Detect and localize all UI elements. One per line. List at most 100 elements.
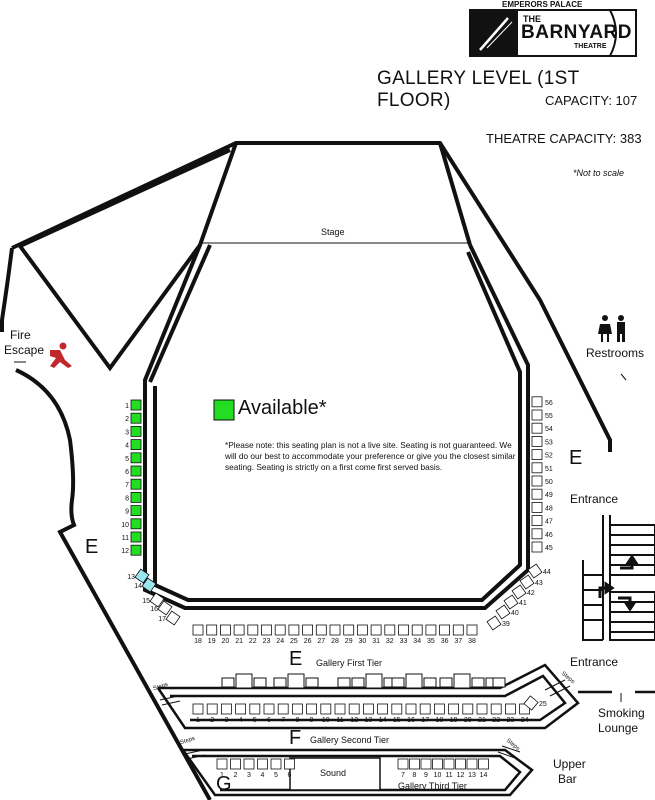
seat-right-56[interactable]: 56: [531, 396, 553, 408]
seat-left-corner-13[interactable]: 13: [127, 568, 150, 584]
seat-left-corner-15[interactable]: 15: [142, 592, 165, 608]
gallery-box-seat[interactable]: [423, 677, 437, 688]
seat-front-18[interactable]: 18: [192, 624, 204, 645]
seat-second-tier-16[interactable]: 16: [405, 703, 417, 724]
gallery-box-seat[interactable]: [492, 677, 506, 688]
seat-front-25[interactable]: 25: [288, 624, 300, 645]
seat-third-tier-1[interactable]: 1: [216, 758, 228, 779]
seat-second-tier-15[interactable]: 15: [391, 703, 403, 724]
gallery-box-seat[interactable]: [391, 677, 405, 688]
seat-right-51[interactable]: 51: [531, 462, 553, 474]
seat-right-corner-44[interactable]: 44: [527, 563, 551, 579]
seat-second-tier-21[interactable]: 21: [476, 703, 488, 724]
seat-second-tier-20[interactable]: 20: [462, 703, 474, 724]
seat-left-4[interactable]: 4: [125, 439, 142, 451]
seat-front-20[interactable]: 20: [219, 624, 231, 645]
seat-third-tier-14[interactable]: 14: [478, 758, 489, 779]
seat-left-2[interactable]: 2: [125, 412, 142, 424]
seat-left-8[interactable]: 8: [125, 491, 142, 503]
seat-front-24[interactable]: 24: [274, 624, 286, 645]
seat-front-36[interactable]: 36: [439, 624, 451, 645]
seat-front-26[interactable]: 26: [302, 624, 314, 645]
seat-front-23[interactable]: 23: [261, 624, 272, 645]
seat-third-tier-5[interactable]: 5: [270, 758, 282, 779]
seat-right-49[interactable]: 49: [531, 488, 553, 500]
seat-left-corner-17[interactable]: 17: [158, 610, 181, 626]
seat-second-tier-4[interactable]: 4: [235, 703, 247, 724]
seat-front-32[interactable]: 32: [384, 624, 396, 645]
seat-third-tier-10[interactable]: 10: [432, 758, 443, 779]
seat-second-tier-2[interactable]: 2: [206, 703, 218, 724]
seat-second-tier-5[interactable]: 5: [249, 703, 261, 724]
seat-third-tier-4[interactable]: 4: [257, 758, 268, 779]
gallery-box-seat[interactable]: [273, 677, 287, 688]
gallery-box-seat[interactable]: [337, 677, 351, 688]
seat-left-corner-14[interactable]: 14: [134, 577, 157, 593]
seat-front-19[interactable]: 19: [206, 624, 218, 645]
seat-left-1[interactable]: 1: [125, 399, 142, 411]
seat-left-12[interactable]: 12: [121, 544, 142, 556]
seat-left-7[interactable]: 7: [125, 478, 142, 490]
seat-second-tier-6[interactable]: 6: [263, 703, 275, 724]
seat-third-tier-12[interactable]: 12: [455, 758, 466, 779]
seat-right-corner-41[interactable]: 41: [503, 594, 527, 610]
seat-second-tier-11[interactable]: 11: [334, 703, 346, 724]
seat-front-29[interactable]: 29: [343, 624, 355, 645]
seat-third-tier-11[interactable]: 11: [443, 758, 455, 779]
seat-right-53[interactable]: 53: [531, 435, 553, 447]
seat-left-9[interactable]: 9: [125, 505, 142, 517]
seat-right-55[interactable]: 55: [531, 409, 553, 421]
seat-left-5[interactable]: 5: [125, 452, 142, 464]
seat-third-tier-8[interactable]: 8: [409, 758, 420, 779]
seat-second-tier-14[interactable]: 14: [377, 703, 389, 724]
seat-front-33[interactable]: 33: [398, 624, 409, 645]
seat-second-tier-8[interactable]: 8: [291, 703, 303, 724]
seat-right-48[interactable]: 48: [531, 501, 553, 513]
seat-second-tier-22[interactable]: 22: [490, 703, 502, 724]
seat-right-47[interactable]: 47: [531, 515, 553, 526]
seat-right-54[interactable]: 54: [531, 422, 553, 434]
seat-second-tier-9[interactable]: 9: [306, 703, 318, 724]
gallery-box-seat[interactable]: [471, 677, 485, 688]
seat-second-tier-12[interactable]: 12: [348, 703, 360, 724]
seat-right-corner-39[interactable]: 39: [486, 615, 510, 631]
seat-front-34[interactable]: 34: [411, 624, 423, 645]
seat-front-28[interactable]: 28: [329, 624, 341, 645]
seat-third-tier-9[interactable]: 9: [420, 758, 432, 779]
seat-left-corner-16[interactable]: 16: [150, 600, 173, 616]
seat-second-tier-18[interactable]: 18: [433, 703, 445, 724]
seat-second-tier-25[interactable]: 25: [523, 695, 547, 711]
seat-second-tier-23[interactable]: 23: [504, 703, 516, 724]
gallery-box-seat[interactable]: [351, 677, 365, 688]
seat-front-35[interactable]: 35: [425, 624, 437, 645]
gallery-box-seat[interactable]: [253, 677, 267, 688]
seat-left-6[interactable]: 6: [125, 465, 142, 477]
seat-second-tier-19[interactable]: 19: [448, 703, 460, 724]
seat-right-45[interactable]: 45: [531, 541, 553, 553]
seat-left-3[interactable]: 3: [125, 425, 142, 437]
seat-front-38[interactable]: 38: [466, 624, 478, 645]
seat-front-30[interactable]: 30: [356, 624, 368, 645]
seat-third-tier-13[interactable]: 13: [466, 758, 478, 779]
seat-third-tier-3[interactable]: 3: [243, 758, 255, 779]
gallery-box-seat[interactable]: [439, 677, 453, 688]
seat-front-31[interactable]: 31: [370, 624, 382, 645]
seat-front-21[interactable]: 21: [233, 624, 245, 645]
seat-second-tier-7[interactable]: 7: [277, 703, 289, 724]
seat-front-37[interactable]: 37: [452, 624, 464, 645]
seat-right-52[interactable]: 52: [531, 449, 553, 461]
seat-third-tier-6[interactable]: 6: [284, 758, 295, 779]
gallery-box-seat[interactable]: [221, 677, 235, 688]
seat-left-11[interactable]: 11: [122, 531, 142, 543]
seat-second-tier-17[interactable]: 17: [419, 703, 431, 724]
seat-second-tier-3[interactable]: 3: [220, 703, 232, 724]
seat-third-tier-7[interactable]: 7: [397, 758, 409, 779]
seat-right-corner-40[interactable]: 40: [495, 604, 519, 620]
seat-front-27[interactable]: 27: [315, 624, 327, 645]
seat-right-corner-42[interactable]: 42: [511, 584, 535, 600]
seat-front-22[interactable]: 22: [247, 624, 259, 645]
seat-right-46[interactable]: 46: [531, 528, 553, 540]
seat-second-tier-13[interactable]: 13: [362, 703, 374, 724]
seat-right-50[interactable]: 50: [531, 475, 553, 487]
seat-right-corner-43[interactable]: 43: [519, 574, 543, 590]
